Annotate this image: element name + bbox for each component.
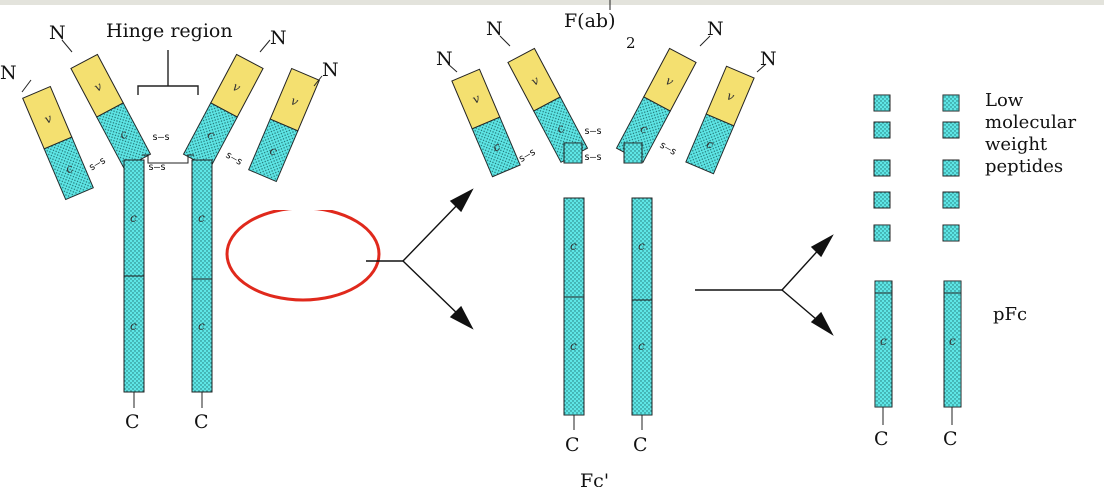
c-terminal-label: C — [125, 411, 140, 433]
constant-domain-label: c — [198, 211, 205, 225]
c-terminal-label: C — [565, 434, 580, 456]
light-chain-right: v c — [685, 65, 755, 175]
hinge-stubs — [563, 142, 643, 164]
heavy-chain-arm-left: v c — [70, 53, 152, 169]
intact-antibody: v c v c v c — [21, 39, 323, 408]
disulfide-label: s—s — [223, 150, 244, 169]
label-line: Low — [985, 90, 1024, 111]
hinge-bracket — [137, 50, 199, 95]
fc-stem-right: c c — [191, 159, 213, 393]
svg-text:v: v — [725, 88, 737, 104]
svg-text:v: v — [470, 91, 482, 107]
constant-domain-texture — [183, 102, 238, 169]
fc-prime-label: Fc' — [580, 470, 610, 487]
highlight-ellipse — [225, 196, 381, 302]
n-terminal-tick — [61, 39, 73, 53]
disulfide-label: s—s — [87, 155, 108, 174]
hinge-region-label: Hinge region — [106, 20, 233, 42]
svg-text:c: c — [638, 239, 645, 253]
constant-domain-label: c — [268, 143, 280, 159]
constant-domain-label: c — [63, 161, 75, 177]
low-molecular-weight-peptides — [873, 94, 960, 242]
fab2-label: F(ab) — [564, 10, 616, 32]
n-terminal-tick — [313, 75, 323, 87]
constant-domain-texture — [248, 119, 298, 182]
n-terminal-label: N — [0, 62, 17, 84]
svg-text:c: c — [570, 339, 577, 353]
n-terminal-label: N — [760, 48, 777, 70]
constant-domain-texture — [96, 102, 151, 169]
variable-domain-label: v — [42, 111, 54, 127]
svg-text:c: c — [704, 136, 716, 152]
low-molecular-weight-peptides-label: Low molecular weight peptides — [985, 90, 1076, 178]
constant-domain-texture — [44, 137, 94, 200]
disulfide-label: s—s — [152, 132, 170, 143]
n-terminal-tick — [21, 79, 32, 93]
svg-text:c: c — [570, 239, 577, 253]
fab2-subscript: 2 — [626, 34, 636, 52]
svg-text:s—s: s—s — [657, 140, 678, 159]
digestion-arrow-2 — [695, 234, 834, 336]
c-terminal-label: C — [633, 434, 648, 456]
constant-domain-label: c — [130, 211, 137, 225]
n-terminal-label: N — [270, 27, 287, 49]
c-terminal-label: C — [943, 428, 958, 450]
disulfide-label: s—s — [148, 162, 166, 173]
pfc-label: pFc — [993, 304, 1028, 325]
svg-text:s—s: s—s — [517, 147, 538, 166]
n-terminal-label: N — [436, 48, 453, 70]
label-line: peptides — [985, 155, 1064, 177]
label-line: molecular — [985, 111, 1077, 133]
fc-stem-left: c c — [123, 159, 145, 393]
svg-text:s—s: s—s — [584, 126, 602, 137]
svg-text:c: c — [880, 334, 887, 348]
light-chain-left: v c — [22, 85, 94, 201]
peptide-column-right — [942, 94, 960, 242]
constant-domain-label: c — [130, 319, 137, 333]
n-terminal-label: N — [486, 18, 503, 40]
svg-text:s—s: s—s — [584, 152, 602, 163]
c-terminal-label: C — [194, 411, 209, 433]
variable-domain-label: v — [289, 93, 301, 109]
heavy-chain-arm-right: v c — [182, 53, 264, 169]
c-terminal-label: C — [874, 428, 889, 450]
peptide-column-left — [873, 94, 891, 242]
constant-domain-label: c — [198, 319, 205, 333]
label-line: weight — [985, 133, 1048, 155]
pfc-fragment: c c — [874, 280, 962, 425]
n-terminal-label: N — [322, 59, 339, 81]
digestion-arrow-1 — [366, 188, 474, 330]
n-terminal-tick — [259, 39, 271, 53]
n-terminal-label: N — [707, 18, 724, 40]
light-chain-left: v c — [451, 68, 521, 178]
light-chain-right: v c — [248, 67, 320, 183]
top-strip — [0, 0, 1104, 5]
n-terminal-label: N — [49, 22, 66, 44]
svg-text:c: c — [638, 339, 645, 353]
svg-text:c: c — [949, 334, 956, 348]
svg-text:c: c — [491, 139, 503, 155]
fc-prime-fragment: c c c c — [563, 197, 653, 430]
